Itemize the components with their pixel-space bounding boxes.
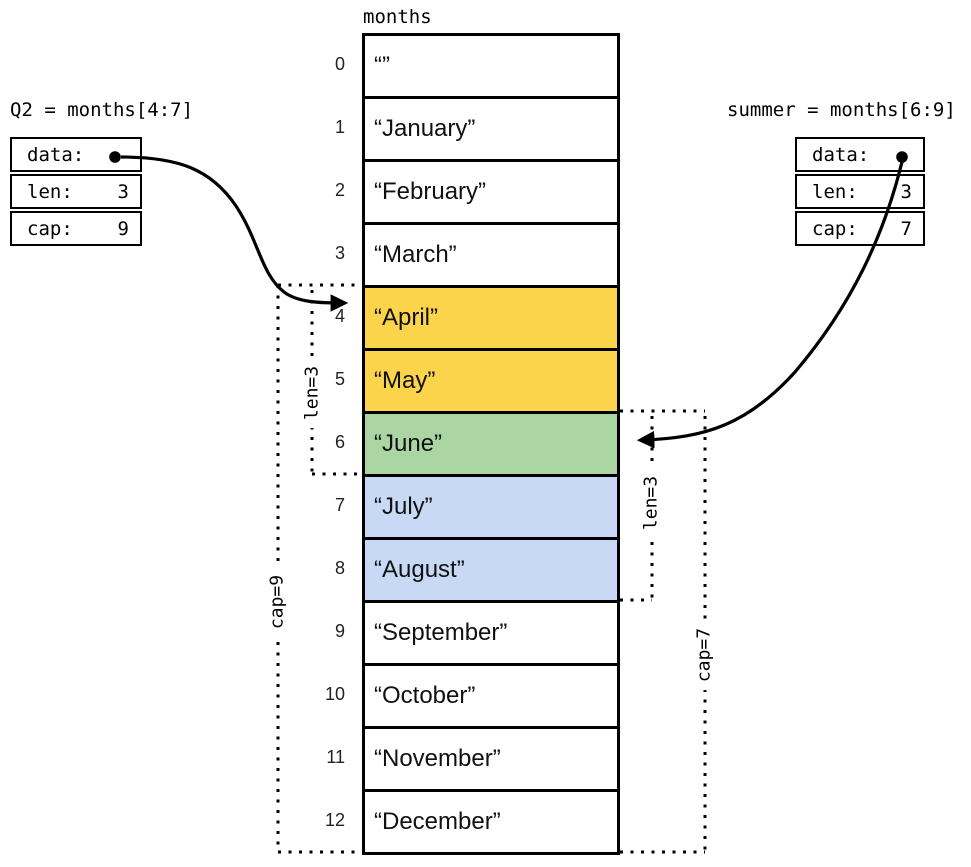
q2-cap-row: cap: 9 [10,211,142,246]
array-cell-value: “April” [374,304,438,331]
summer-cap-label: cap: [812,217,858,240]
array-cell-9: “September” [362,600,620,666]
array-index-6: 6 [334,432,345,452]
q2-len-bracket-label: len=3 [300,357,324,429]
q2-len-label: len: [27,180,73,203]
q2-data-row: data: [10,137,142,172]
array-title: months [363,6,432,28]
array-cell-value: “May” [374,367,436,394]
array-cell-0: “” [362,33,620,99]
array-index-1: 1 [334,117,345,137]
array-cell-value: “June” [374,430,443,457]
summer-len-label: len: [812,180,858,203]
q2-data-label: data: [27,143,85,166]
array-index-10: 10 [324,684,345,704]
array-cell-8: “August” [362,537,620,603]
array-index-8: 8 [334,558,345,578]
array-index-7: 7 [334,495,345,515]
array-cell-value: “July” [374,493,433,520]
summer-slice-title: summer = months[6:9] [727,99,956,121]
q2-slice-title: Q2 = months[4:7] [10,99,194,121]
array-cell-value: “” [374,52,390,79]
summer-cap-row: cap: 7 [795,211,925,246]
array-cell-value: “November” [374,745,501,772]
summer-cap-bracket-label: cap=7 [692,619,716,691]
array-cell-value: “January” [374,115,476,142]
array-index-12: 12 [324,810,345,830]
array-cell-value: “February” [374,178,487,205]
array-index-2: 2 [334,180,345,200]
q2-cap-bracket-label: cap=9 [265,566,289,638]
array-cell-value: “August” [374,556,465,583]
array-index-3: 3 [334,243,345,263]
array-cell-2: “February” [362,159,620,225]
array-cell-1: “January” [362,96,620,162]
array-cell-5: “May” [362,348,620,414]
array-cell-value: “December” [374,808,501,835]
q2-cap-label: cap: [27,217,73,240]
summer-len-value: 3 [900,180,912,203]
q2-cap-value: 9 [117,217,129,240]
array-cell-value: “September” [374,619,508,646]
array-cell-7: “July” [362,474,620,540]
array-cell-10: “October” [362,663,620,729]
summer-cap-value: 7 [900,217,912,240]
array-cell-11: “November” [362,726,620,792]
q2-len-value: 3 [117,180,129,203]
array-cell-4: “April” [362,285,620,351]
q2-len-row: len: 3 [10,174,142,209]
array-cell-value: “October” [374,682,476,709]
array-cell-6: “June” [362,411,620,477]
array-cell-value: “March” [374,241,457,268]
summer-len-bracket-label: len=3 [639,467,663,539]
array-index-0: 0 [334,54,345,74]
summer-data-row: data: [795,137,925,172]
array-cell-12: “December” [362,789,620,855]
array-index-5: 5 [334,369,345,389]
summer-data-label: data: [812,143,870,166]
array-index-9: 9 [334,621,345,641]
array-index-4: 4 [334,306,345,326]
summer-len-bracket [620,409,705,602]
array-index-11: 11 [326,747,345,767]
array-cell-3: “March” [362,222,620,288]
summer-len-row: len: 3 [795,174,925,209]
